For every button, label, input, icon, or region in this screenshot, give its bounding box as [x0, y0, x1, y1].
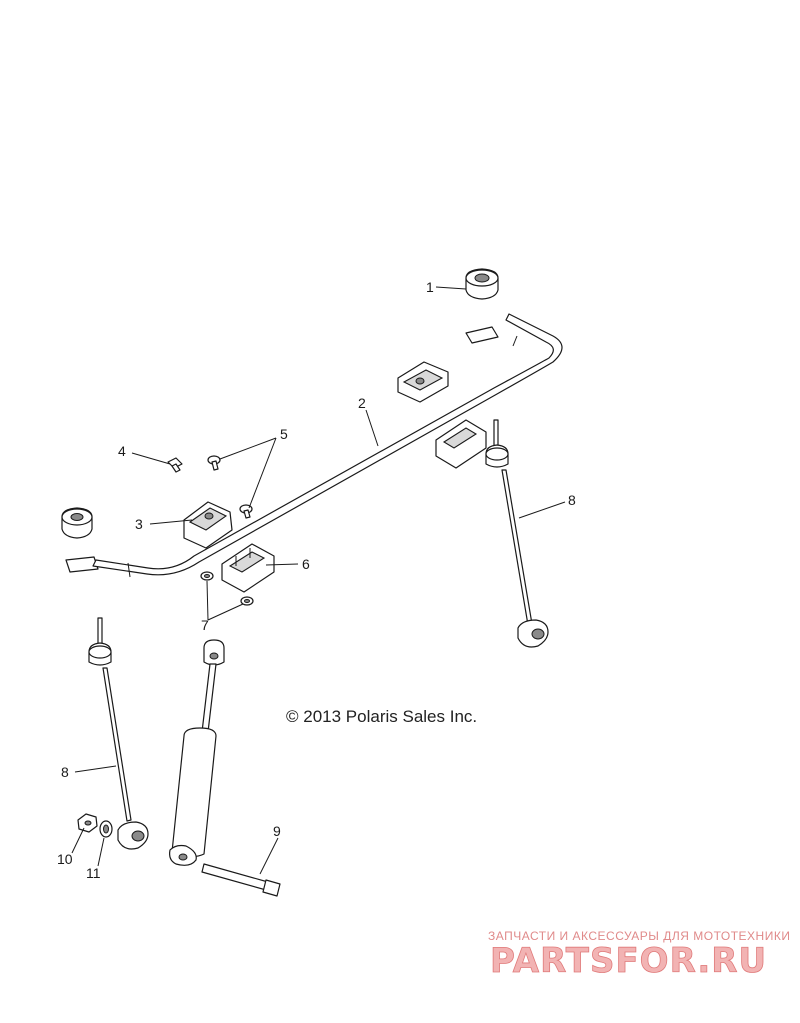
callout-11: 11 [86, 865, 101, 881]
long-bolt-9 [201, 863, 281, 897]
bushing-left [61, 507, 93, 539]
leader-lines [71, 286, 566, 875]
callout-7: 7 [201, 617, 209, 633]
callout-5: 5 [280, 426, 288, 442]
callout-3: 3 [135, 516, 143, 532]
nut-10 [77, 813, 98, 833]
bushing-right [465, 268, 499, 300]
bracket-upper [397, 361, 449, 403]
washer-7a [200, 571, 214, 581]
washer-11 [99, 820, 113, 838]
screw-5b [239, 504, 253, 519]
link-right [485, 419, 549, 648]
callout-10: 10 [57, 851, 73, 867]
washer-7b [240, 596, 254, 606]
callout-8-left: 8 [61, 764, 69, 780]
clamp-bracket-right [435, 419, 487, 469]
callout-4: 4 [118, 443, 126, 459]
callout-2: 2 [358, 395, 366, 411]
stabilizer-bar [65, 313, 563, 578]
copyright-notice: © 2013 Polaris Sales Inc. [286, 707, 477, 726]
watermark-tagline: ЗАПЧАСТИ И АКСЕССУАРЫ ДЛЯ МОТОТЕХНИКИ [488, 929, 790, 943]
callout-6: 6 [302, 556, 310, 572]
clamp-bracket-6 [221, 543, 275, 593]
clamp [183, 501, 233, 549]
bolt-4 [167, 457, 183, 473]
link-left [88, 617, 149, 850]
callout-1: 1 [426, 279, 434, 295]
callout-8-right: 8 [568, 492, 576, 508]
shock-absorber [169, 639, 225, 866]
screw-5a [207, 455, 221, 471]
watermark-brand: PARTSFOR.RU [490, 941, 767, 981]
callout-9: 9 [273, 823, 281, 839]
